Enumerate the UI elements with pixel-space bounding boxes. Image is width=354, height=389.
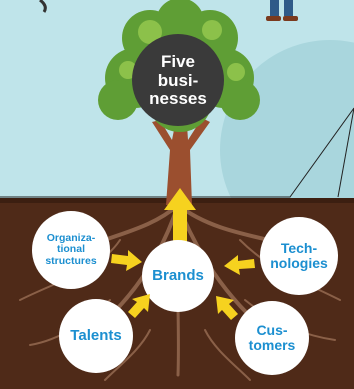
node-circle-brands [142, 240, 214, 312]
top-left-decoration [39, 0, 47, 13]
person-figure [266, 0, 298, 21]
center-node-circle [132, 34, 224, 126]
callout-lines [0, 107, 354, 198]
arrow-talents-to-brands [128, 294, 150, 318]
node-circle-talents [59, 299, 133, 373]
arrow-brands-to-tree [164, 188, 196, 262]
arrow-customers-to-brands [216, 296, 238, 320]
node-circle-customers [235, 301, 309, 375]
arrow-organizational-structures-to-brands [111, 250, 142, 271]
node-circle-technologies [260, 217, 338, 295]
node-circle-organizational-structures [32, 211, 110, 289]
arrow-technologies-to-brands [224, 255, 255, 275]
tree-trunk [152, 110, 210, 205]
